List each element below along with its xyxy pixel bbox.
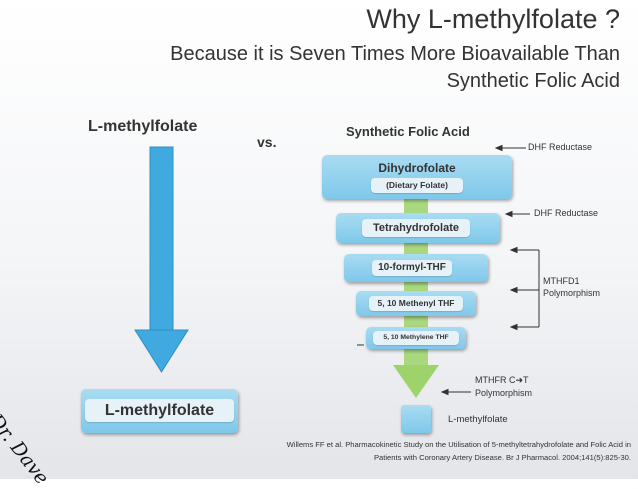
methylene-thf-label: 5, 10 Methylene THF — [373, 331, 459, 345]
mthfd1-label-line1: MTHFD1 — [543, 276, 580, 286]
left-result-label: L-methylfolate — [85, 399, 234, 422]
right-arrow-icon: ➜ — [515, 375, 524, 385]
formyl-thf-box: 10-formyl-THF — [344, 254, 488, 282]
mthfr-label-line2: Polymorphism — [475, 388, 533, 398]
methenyl-thf-label: 5, 10 Methenyl THF — [369, 296, 463, 311]
right-arrow-head — [393, 365, 439, 398]
formyl-thf-label: 10-formyl-THF — [372, 260, 452, 276]
methylene-thf-box: 5, 10 Methylene THF — [366, 327, 466, 349]
methenyl-thf-box: 5, 10 Methenyl THF — [356, 291, 476, 316]
end-product-box — [401, 405, 431, 433]
slide-title: Why L-methylfolate ? — [366, 4, 620, 34]
end-product-label: L-methylfolate — [448, 414, 508, 425]
tetrahydrofolate-box: Tetrahydrofolate — [336, 213, 500, 243]
left-result-box: L-methylfolate — [81, 389, 238, 433]
dihydrofolate-note: (Dietary Folate) — [371, 178, 463, 193]
left-arrow-shaft — [149, 146, 174, 331]
dhf-reductase-label-1: DHF Reductase — [528, 142, 593, 152]
left-column-header: L-methylfolate — [88, 118, 198, 135]
tetrahydrofolate-label: Tetrahydrofolate — [362, 219, 470, 237]
left-arrow-head — [134, 329, 189, 373]
citation-line1: Willems FF et al. Pharmacokinetic Study … — [286, 440, 631, 449]
mthfr-label-prefix: MTHFR C — [475, 375, 516, 385]
slide-subtitle-line2: Synthetic Folic Acid — [446, 70, 620, 92]
slide-subtitle-line1: Because it is Seven Times More Bioavaila… — [170, 43, 620, 65]
mthfd1-label-line2: Polymorphism — [543, 288, 601, 298]
citation: Willems FF et al. Pharmacokinetic Study … — [245, 438, 631, 464]
vs-label: vs. — [257, 134, 277, 150]
dhf-reductase-label-2: DHF Reductase — [534, 208, 599, 218]
mthfr-label-line1: MTHFR C➜T — [475, 375, 529, 386]
dihydrofolate-label: Dihydrofolate — [378, 161, 456, 175]
right-column-header: Synthetic Folic Acid — [346, 124, 470, 139]
mthfr-label-suffix: T — [523, 375, 529, 385]
dihydrofolate-box: Dihydrofolate (Dietary Folate) — [322, 155, 512, 199]
citation-line2: Patients with Coronary Artery Disease. B… — [373, 453, 631, 462]
